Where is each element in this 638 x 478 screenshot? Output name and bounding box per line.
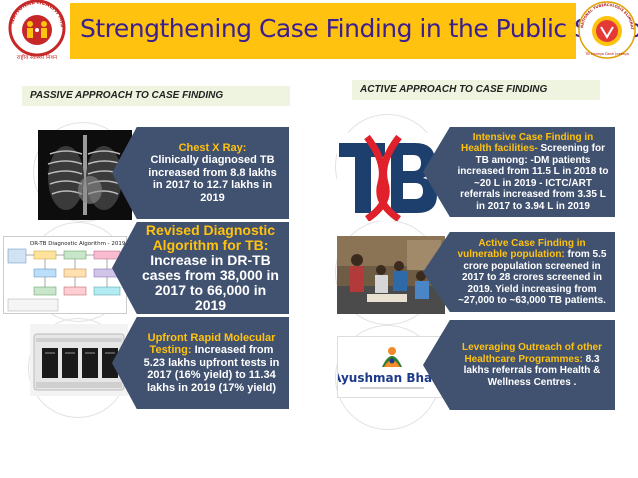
molecular-test-body: Increased from 5.23 lakhs upfront tests …: [143, 344, 280, 394]
ntep-logo-subtitle: TB Harega Desh Jeetega: [584, 52, 629, 56]
active-case-finding-highlight: Active Case Finding in vulnerable popula…: [457, 237, 586, 261]
drtb-algorithm-body: Increase in DR-TB cases from 38,000 in 2…: [142, 252, 279, 313]
active-case-finding-box: Active Case Finding in vulnerable popula…: [423, 232, 615, 312]
ayushman-bharat-title: Ayushman Bharat: [338, 371, 445, 385]
active-heading: ACTIVE APPROACH TO CASE FINDING: [352, 80, 600, 100]
drtb-algorithm-image: DR-TB Diagnostic Algorithm - 2019: [3, 236, 127, 314]
active-case-finding-body: from 5.5 crore population screened in 20…: [458, 249, 607, 306]
intensive-case-finding-box: Intensive Case Finding in Health facilit…: [423, 127, 615, 217]
drtb-algorithm-highlight: Revised Diagnostic Algorithm for TB:: [145, 222, 276, 253]
drtb-algorithm-box: Revised Diagnostic Algorithm for TB: Inc…: [112, 222, 289, 314]
chest-xray-body: Clinically diagnosed TB increased from 8…: [148, 154, 277, 204]
passive-heading: PASSIVE APPROACH TO CASE FINDING: [22, 86, 290, 106]
header-banner: [70, 3, 576, 59]
outreach-box: Leveraging Outreach of other Healthcare …: [423, 320, 615, 410]
molecular-test-machine-image: [30, 324, 128, 396]
drtb-algorithm-title: DR-TB Diagnostic Algorithm - 2019: [30, 241, 126, 247]
nhm-logo-subtitle: राष्ट्रीय स्वास्थ्य मिशन: [17, 54, 58, 61]
nhm-logo: NATIONAL HEALTH MISSION राष्ट्रीय स्वास्…: [1, 0, 71, 62]
page-title: Strengthening Case Finding in the Public…: [80, 14, 638, 43]
molecular-test-box: Upfront Rapid Molecular Testing: Increas…: [112, 317, 289, 409]
outreach-highlight: Leveraging Outreach of other Healthcare …: [461, 342, 603, 365]
ntep-logo: NATIONAL TUBERCULOSIS ELIMINATION PROGRA…: [575, 0, 637, 62]
intensive-case-finding-highlight: Intensive Case Finding in Health facilit…: [461, 131, 594, 155]
active-case-finding-photo: [337, 236, 445, 314]
molecular-test-highlight: Upfront Rapid Molecular Testing:: [147, 331, 276, 357]
intensive-case-finding-body: Screening for TB among: -DM patients inc…: [457, 143, 609, 212]
chest-xray-box: Chest X Ray: Clinically diagnosed TB inc…: [112, 127, 289, 219]
chest-xray-highlight: Chest X Ray:: [178, 141, 247, 154]
outreach-body: 8.3 lakhs referrals from Health & Wellne…: [463, 353, 601, 388]
